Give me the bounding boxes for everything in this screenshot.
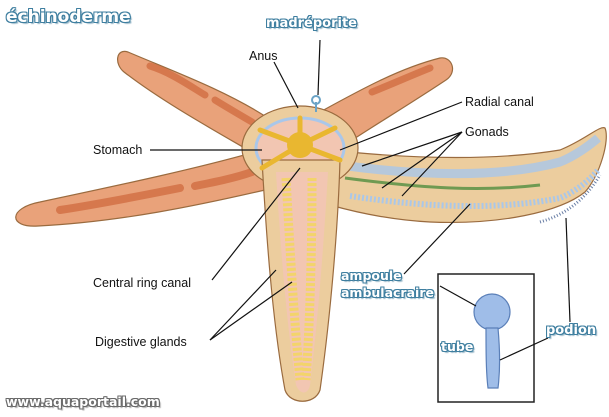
tube-foot [486,328,500,388]
label-radial-canal: Radial canal [465,96,534,109]
label-stomach: Stomach [93,144,142,157]
label-central-ring-canal: Central ring canal [93,277,191,290]
page-title: échinoderme [6,9,131,26]
label-podion: podion [546,324,596,337]
label-anus: Anus [249,50,278,63]
arm-left [16,150,265,226]
label-madreporite: madréporite [266,17,357,30]
label-tube: tube [441,341,473,354]
label-digestive-glands: Digestive glands [95,336,187,349]
label-gonads: Gonads [465,126,509,139]
label-ampoule-line1: ampoule [341,270,402,283]
footer-url: www.aquaportail.com [6,396,160,409]
label-ampoule-line2: ambulacraire [341,287,434,300]
ampoule-bulb [474,294,510,330]
stomach [287,132,313,158]
